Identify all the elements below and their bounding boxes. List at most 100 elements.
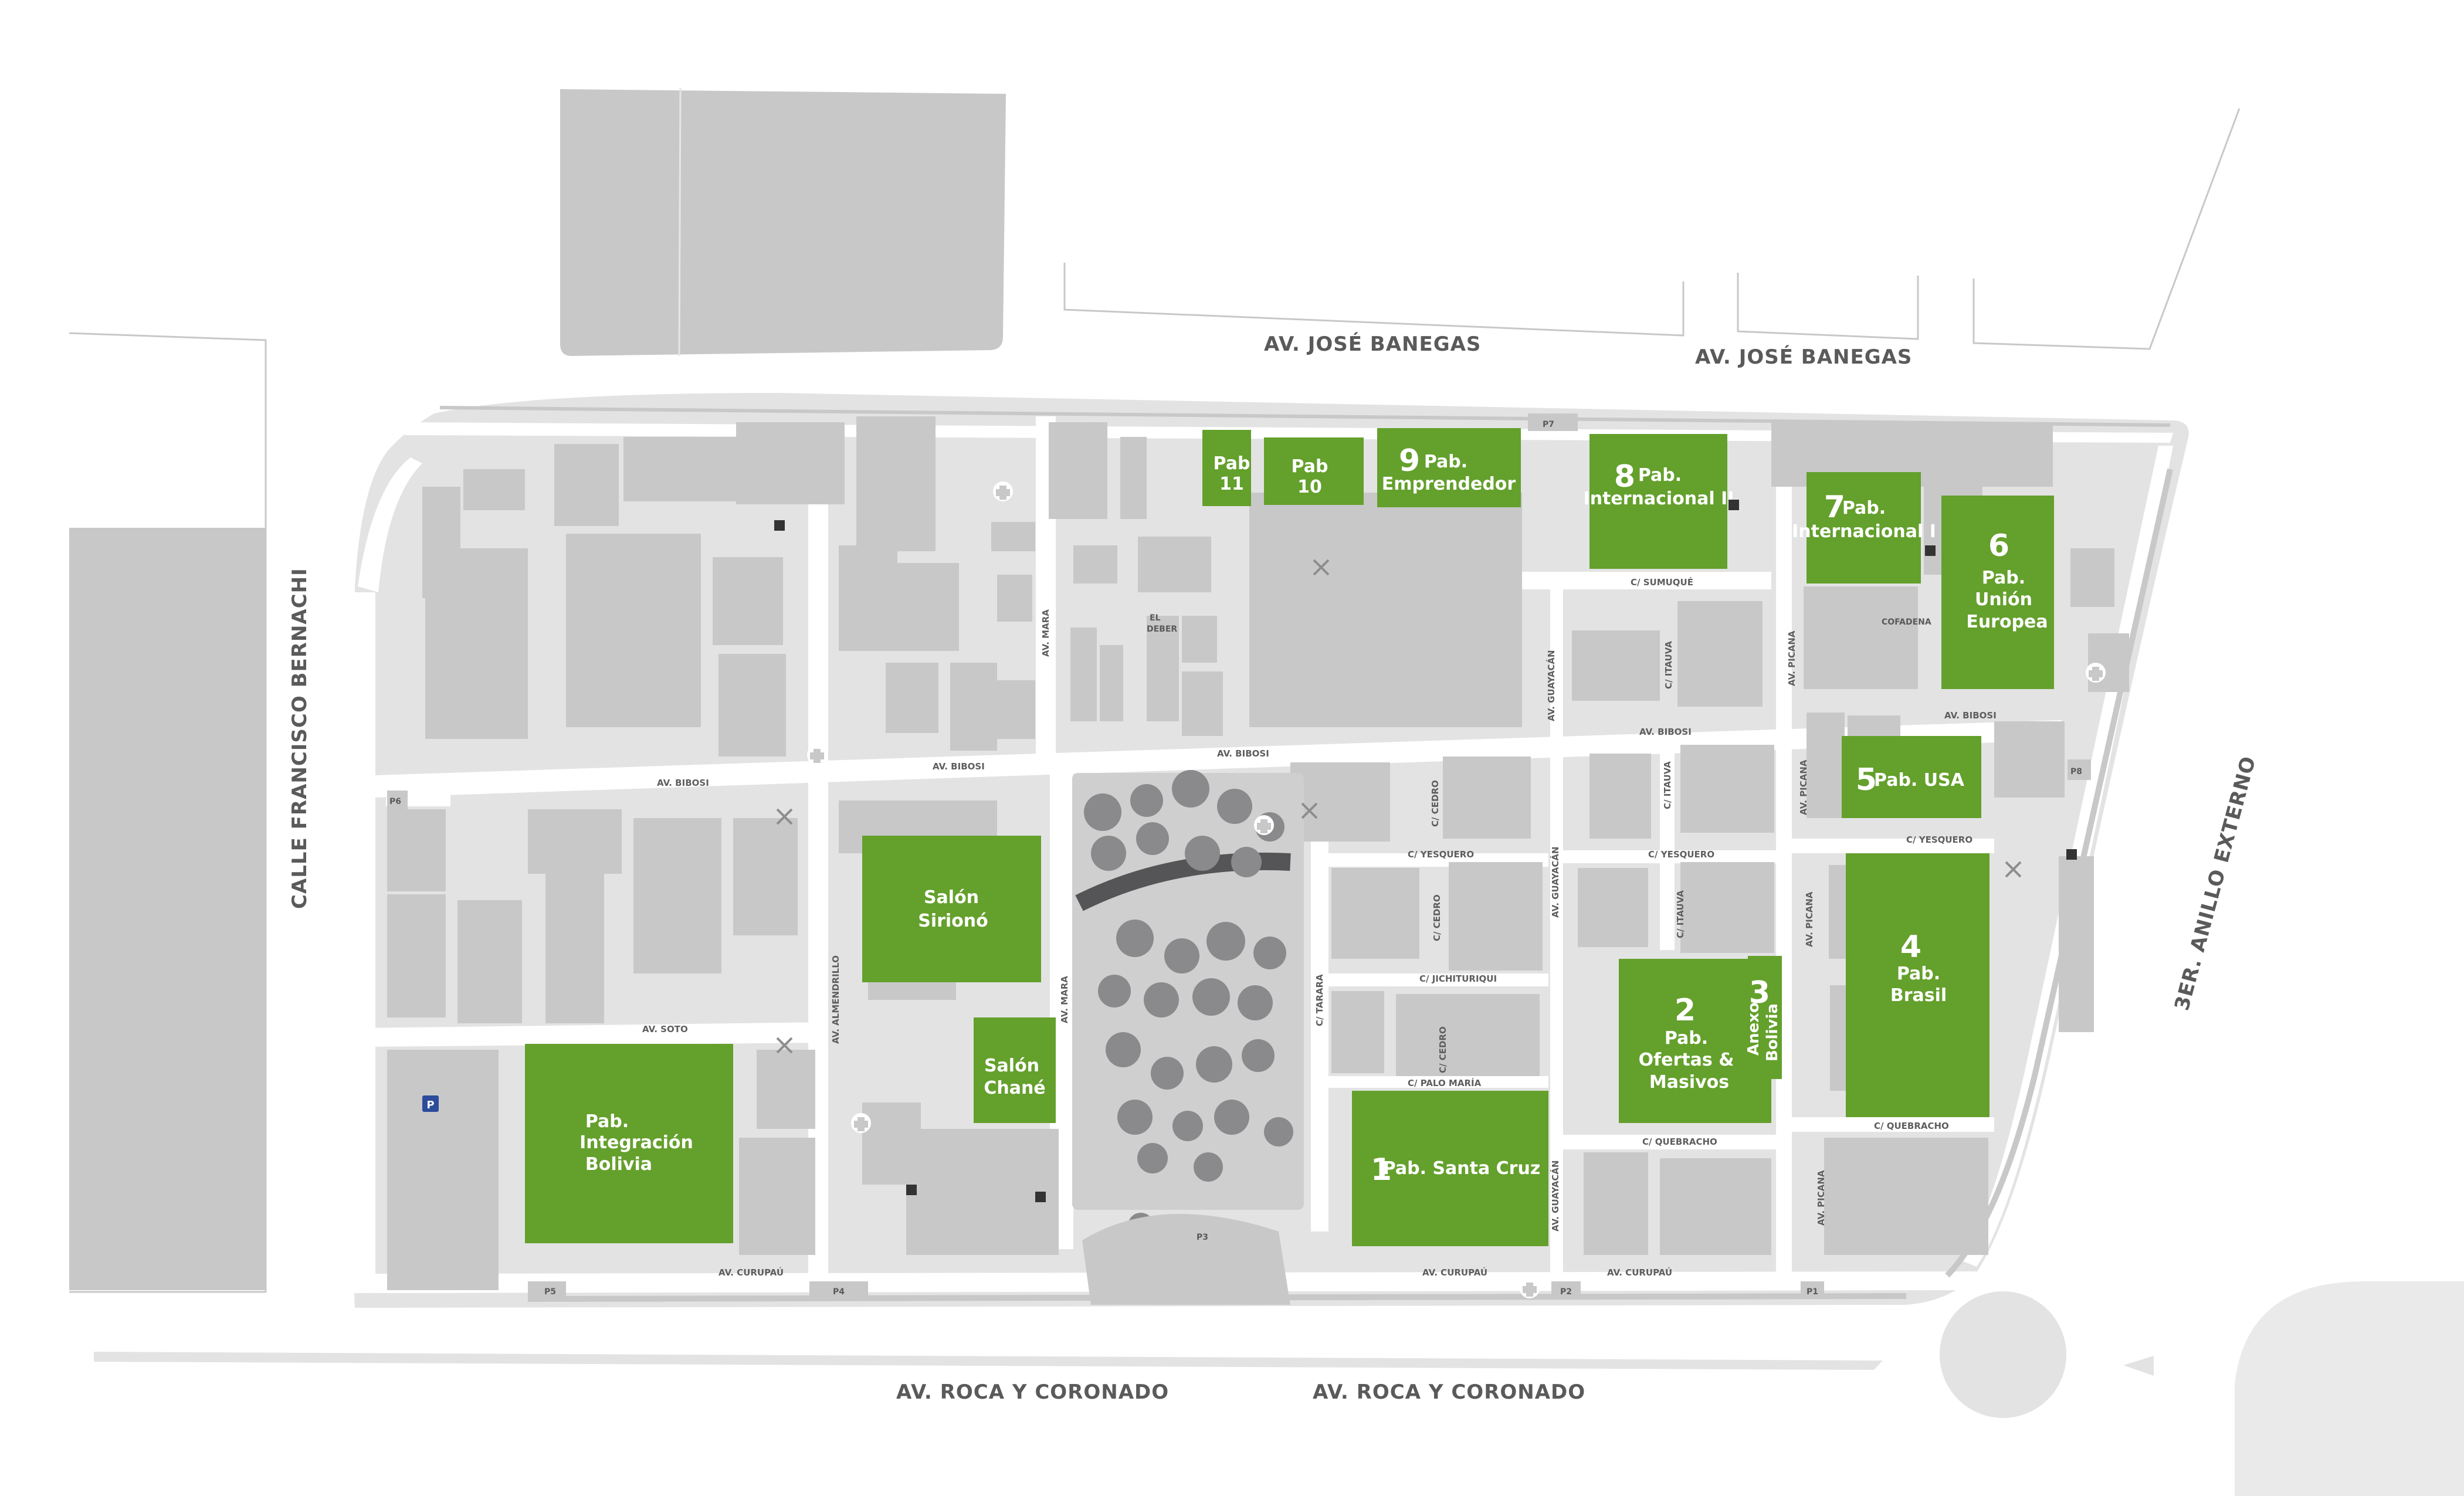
chane-label-1: Salón [984, 1056, 1039, 1076]
el-deber-label-1: EL [1150, 613, 1161, 623]
pab9-label-1: Pab. [1424, 452, 1467, 472]
street-sumuque: C/ SUMUQUÉ [1631, 576, 1693, 588]
parking-p7: P7 [1543, 420, 1554, 429]
pavilion-9 [1377, 428, 1521, 507]
road-jose-banegas-2: AV. JOSÉ BANEGAS [1695, 345, 1912, 369]
parking-markers: P7 P6 P8 P5 P4 P3 P2 P1 P [387, 413, 2091, 1299]
anexo-label-1: Anexo [1745, 1002, 1763, 1056]
pab6-label-1: Pab. [1982, 568, 2025, 588]
road-jose-banegas-1: AV. JOSÉ BANEGAS [1264, 332, 1481, 356]
pab2-label-3: Masivos [1649, 1072, 1729, 1093]
street-cedro-2: C/ CEDRO [1432, 894, 1442, 941]
outside-outline-west [69, 332, 267, 1293]
pavilion-11 [1202, 430, 1251, 506]
closed-x-icon [1301, 802, 1318, 819]
closed-x-icon [1313, 559, 1330, 576]
pab3-number: 3 [1749, 975, 1770, 1010]
pab11-label-1: Pab [1214, 453, 1250, 474]
integracion-label-2: Integración [579, 1132, 693, 1153]
roca-coronado-lane [94, 1352, 1883, 1370]
pavilion-integracion [525, 1044, 733, 1243]
north-block-divider [678, 87, 682, 357]
restroom-icon [774, 500, 2077, 1202]
parking-lot-sign: P [426, 1099, 434, 1111]
street-quebracho-2: C/ QUEBRACHO [1874, 1121, 1949, 1131]
pab7-number: 7 [1824, 490, 1845, 525]
pavilion-2 [1619, 959, 1771, 1123]
street-quebracho-1: C/ QUEBRACHO [1642, 1137, 1717, 1147]
street-picana-2: AV. PICANA [1798, 759, 1809, 815]
outside-block-west [69, 528, 266, 1290]
pab4-number: 4 [1900, 930, 1921, 965]
first-aid-icon [993, 481, 1013, 501]
pab2-label-2: Ofertas & [1639, 1050, 1734, 1070]
street-bibosi-5: AV. BIBOSI [1944, 710, 1997, 721]
street-yesquero-3: C/ YESQUERO [1906, 834, 1972, 845]
central-park [1072, 770, 1304, 1305]
first-aid-icon [1520, 1278, 1540, 1298]
streets [352, 416, 2173, 1293]
ring-road-arrow [2123, 1356, 2154, 1376]
outside-block-north [560, 89, 1006, 356]
siriono-label-1: Salón [924, 887, 979, 908]
parking-p3: P3 [1197, 1233, 1208, 1242]
pab2-number: 2 [1675, 993, 1696, 1028]
pab5-label: Pab. USA [1874, 770, 1965, 791]
street-tarara: C/ TARARA [1314, 974, 1325, 1026]
street-picana-4: AV. PICANA [1816, 1170, 1826, 1226]
street-bibosi-1: AV. BIBOSI [657, 778, 709, 788]
pavilion-3-anexo [1748, 956, 1782, 1079]
street-itauva-3: C/ ITAUVA [1675, 890, 1686, 938]
pavilion-4 [1846, 853, 1989, 1117]
outline-banegas-2 [1737, 273, 1919, 340]
anexo-label-2: Bolivia [1764, 1003, 1781, 1061]
pab1-number: 1 [1371, 1152, 1392, 1188]
street-bibosi-2: AV. BIBOSI [933, 761, 985, 772]
street-guayacan-1: AV. GUAYACÁN [1545, 650, 1557, 721]
pab4-label-1: Pab. [1897, 964, 1940, 984]
roundabout [1940, 1291, 2066, 1418]
street-mara-1: AV. MARA [1040, 609, 1051, 657]
street-bibosi-3: AV. BIBOSI [1217, 748, 1269, 759]
parking-p5: P5 [544, 1287, 556, 1297]
road-roca-coronado-2: AV. ROCA Y CORONADO [1313, 1380, 1585, 1404]
el-deber-label-2: DEBER [1147, 625, 1177, 634]
pab6-label-3: Europea [1966, 612, 2048, 632]
first-aid-icon [807, 745, 827, 765]
pab9-number: 9 [1399, 443, 1420, 479]
first-aid-icon [851, 1113, 871, 1133]
road-roca-coronado-1: AV. ROCA Y CORONADO [896, 1380, 1169, 1404]
salon-chane [974, 1017, 1056, 1123]
street-guayacan-2: AV. GUAYACÁN [1550, 846, 1561, 918]
pavilion-10 [1264, 437, 1364, 505]
integracion-label-3: Bolivia [585, 1154, 652, 1175]
street-curupau-2: AV. CURUPAÚ [1422, 1267, 1487, 1278]
street-guayacan-3: AV. GUAYACÁN [1550, 1160, 1561, 1232]
pab8-number: 8 [1614, 459, 1635, 494]
first-aid-icon [2086, 663, 2106, 683]
map-icons [774, 481, 2106, 1298]
salon-siriono [862, 836, 1041, 982]
street-yesquero-2: C/ YESQUERO [1648, 849, 1714, 860]
street-palo-maria: C/ PALO MARÍA [1408, 1077, 1482, 1088]
street-mara-2: AV. MARA [1059, 976, 1070, 1023]
chane-label-2: Chané [984, 1078, 1045, 1098]
street-almendrillo: AV. ALMENDRILLO [831, 955, 841, 1044]
pavilion-7 [1807, 472, 1921, 584]
surroundings [69, 87, 2464, 1496]
road-francisco-bernachi: CALLE FRANCISCO BERNACHI [288, 568, 311, 909]
pab5-number: 5 [1856, 762, 1877, 798]
pab7-label-1: Pab. [1842, 498, 1886, 518]
pab8-label-2: Internacional II [1584, 489, 1734, 509]
street-curupau-1: AV. CURUPAÚ [718, 1267, 784, 1278]
street-cedro-1: C/ CEDRO [1430, 780, 1441, 827]
street-picana-3: AV. PICANA [1804, 891, 1815, 947]
pab9-label-2: Emprendedor [1382, 474, 1516, 494]
road-tercer-anillo: 3ER. ANILLO EXTERNO [2170, 754, 2260, 1013]
parking-p8: P8 [2070, 767, 2082, 776]
pavilion-8 [1589, 434, 1727, 569]
street-jichituriqui: C/ JICHITURIQUI [1419, 973, 1497, 984]
outline-banegas-3 [1972, 108, 2241, 350]
street-soto: AV. SOTO [642, 1024, 688, 1034]
